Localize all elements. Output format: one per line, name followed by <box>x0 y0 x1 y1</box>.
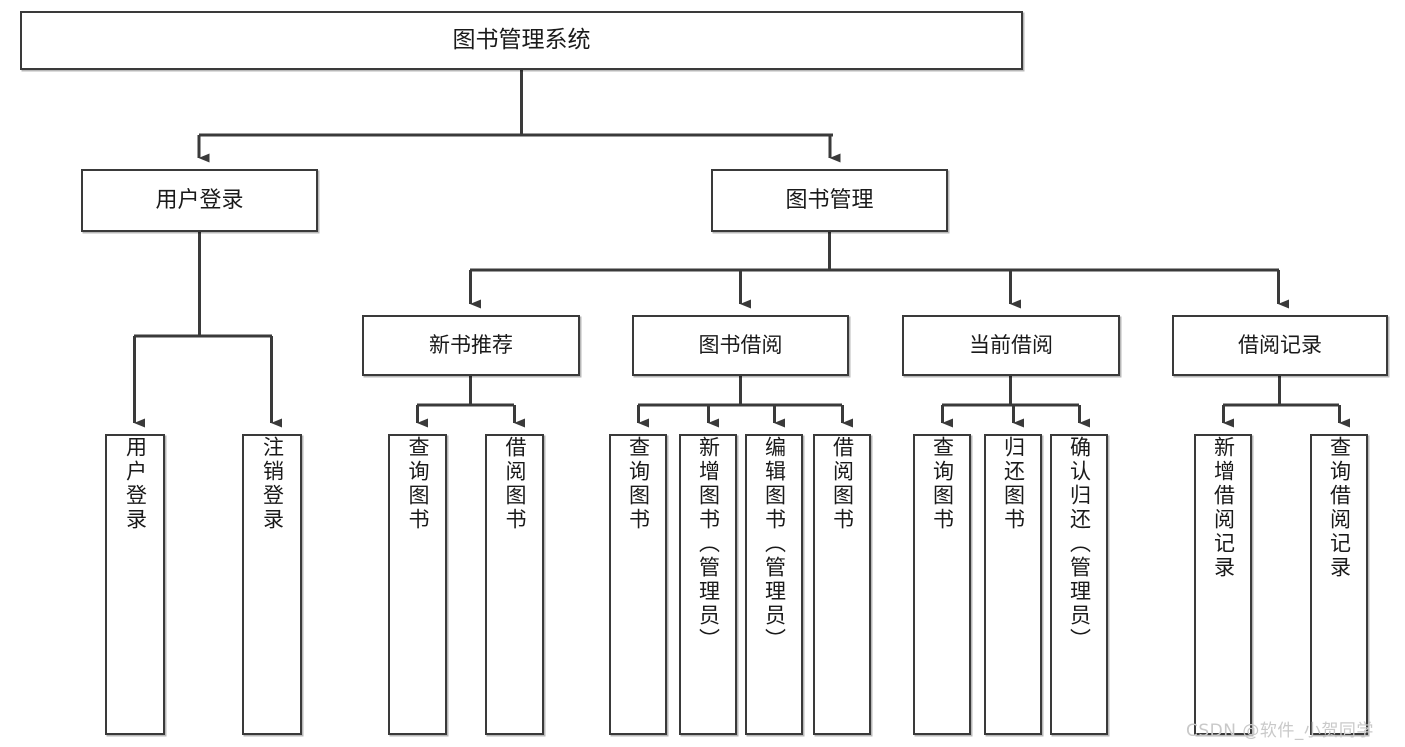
leaf-borrow-book[interactable]: 借阅图书 <box>813 434 871 735</box>
node-label: 新书推荐 <box>429 333 513 358</box>
node-level3-book-borrow[interactable]: 图书借阅 <box>632 315 849 376</box>
node-label: 查询图书 <box>930 436 955 532</box>
node-label: 查询图书 <box>406 436 430 532</box>
node-level3-borrow-record[interactable]: 借阅记录 <box>1172 315 1388 376</box>
node-label: 新增图书（管理员） <box>696 436 721 652</box>
node-label: 注销登录 <box>260 436 285 532</box>
leaf-query-book-recommend[interactable]: 查询图书 <box>388 434 447 735</box>
node-level3-new-book-recommend[interactable]: 新书推荐 <box>362 315 580 376</box>
node-label: 借阅图书 <box>503 436 527 532</box>
node-label: 编辑图书（管理员） <box>762 436 787 652</box>
node-level2-user-login[interactable]: 用户登录 <box>81 169 318 232</box>
node-level2-book-management[interactable]: 图书管理 <box>711 169 948 232</box>
leaf-user-login[interactable]: 用户登录 <box>105 434 165 735</box>
node-label: 图书借阅 <box>698 333 783 358</box>
node-label: 图书管理 <box>785 187 874 213</box>
node-label: 当前借阅 <box>969 333 1053 358</box>
node-root[interactable]: 图书管理系统 <box>20 11 1023 70</box>
node-label: 用户登录 <box>123 436 148 532</box>
leaf-query-book-borrow[interactable]: 查询图书 <box>609 434 667 735</box>
node-label: 查询图书 <box>626 436 651 532</box>
leaf-query-borrow-record[interactable]: 查询借阅记录 <box>1310 434 1368 735</box>
node-label: 图书管理系统 <box>452 26 591 53</box>
leaf-return-book[interactable]: 归还图书 <box>984 434 1042 735</box>
leaf-query-book-current[interactable]: 查询图书 <box>913 434 971 735</box>
node-label: 借阅图书 <box>830 436 855 532</box>
csdn-watermark: CSDN @软件_小贺同学 <box>1186 721 1374 741</box>
node-label: 新增借阅记录 <box>1211 436 1236 580</box>
leaf-borrow-book-recommend[interactable]: 借阅图书 <box>485 434 544 735</box>
leaf-confirm-return-admin[interactable]: 确认归还（管理员） <box>1050 434 1108 735</box>
leaf-add-borrow-record[interactable]: 新增借阅记录 <box>1194 434 1252 735</box>
node-label: 借阅记录 <box>1238 333 1322 358</box>
leaf-edit-book-admin[interactable]: 编辑图书（管理员） <box>745 434 803 735</box>
node-level3-current-borrow[interactable]: 当前借阅 <box>902 315 1120 376</box>
node-label: 确认归还（管理员） <box>1067 436 1092 652</box>
leaf-logout[interactable]: 注销登录 <box>242 434 302 735</box>
node-label: 归还图书 <box>1001 436 1026 532</box>
leaf-add-book-admin[interactable]: 新增图书（管理员） <box>679 434 737 735</box>
node-label: 查询借阅记录 <box>1327 436 1352 580</box>
node-label: 用户登录 <box>155 187 244 213</box>
